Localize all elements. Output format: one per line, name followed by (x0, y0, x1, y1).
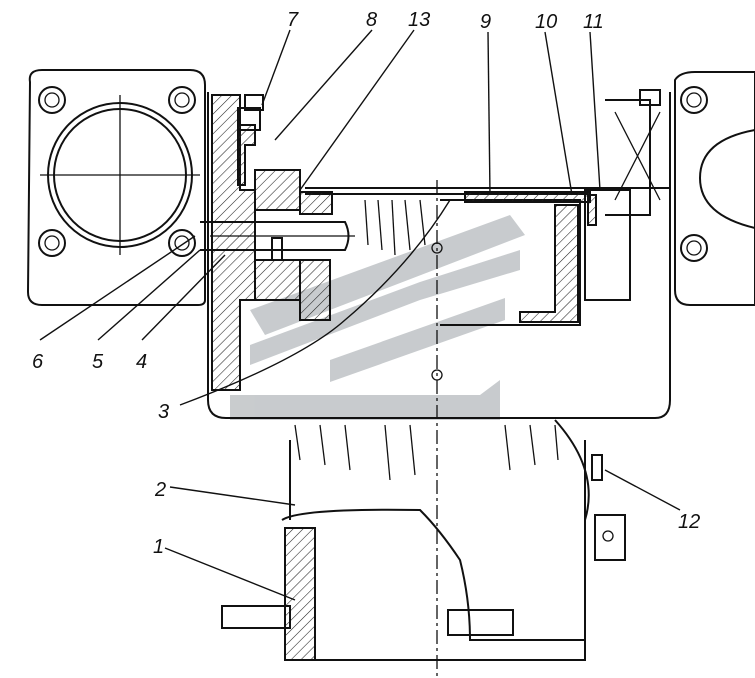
callout-2: 2 (154, 479, 166, 501)
callout-5: 5 (92, 351, 104, 373)
callout-4: 4 (136, 351, 147, 373)
callout-9: 9 (480, 11, 491, 33)
callout-labels: 7 8 13 9 10 11 6 5 4 3 2 1 12 (32, 9, 700, 558)
left-flange (26, 69, 206, 306)
centre-lines (431, 180, 443, 678)
watermark-logo (230, 215, 525, 420)
fins (294, 199, 559, 481)
lower-body (221, 419, 626, 661)
shaft-assembly (200, 169, 355, 321)
callout-7: 7 (287, 9, 299, 31)
leader-lines (39, 29, 681, 601)
callout-8: 8 (366, 9, 377, 31)
callout-11: 11 (583, 11, 604, 33)
right-flange (674, 71, 755, 306)
callout-13: 13 (408, 9, 430, 31)
callout-6: 6 (32, 351, 44, 373)
housing (207, 92, 671, 419)
callout-1: 1 (153, 536, 164, 558)
callout-12: 12 (678, 511, 700, 533)
callout-3: 3 (158, 401, 169, 423)
cup-assembly (440, 89, 661, 326)
callout-10: 10 (535, 11, 557, 33)
